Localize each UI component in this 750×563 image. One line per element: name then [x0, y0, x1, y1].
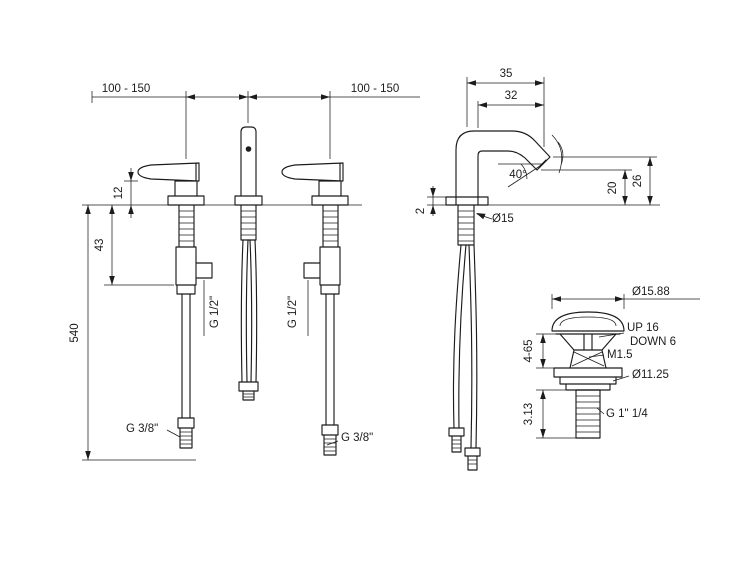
left-valve-threads	[179, 210, 194, 242]
spout-hoses	[240, 239, 258, 383]
right-valve-outline	[281, 162, 349, 295]
dim-outlet-height-label: 20	[607, 182, 619, 195]
dim-adjust-range-lines	[536, 333, 557, 369]
drain-flange	[553, 367, 623, 391]
front-dimension-arrowheads	[85, 94, 330, 460]
dim-540-lines	[82, 205, 196, 461]
angle-annotation-lines	[498, 163, 544, 188]
drain-leader-lines	[588, 332, 630, 415]
dim-spout-height-label: 26	[632, 175, 644, 188]
connection-label: G 1" 1/4	[606, 408, 648, 420]
side-dimension-arrowheads	[430, 80, 653, 220]
outlet-left-label: G 1/2"	[209, 296, 221, 328]
tail-height-label: 3.13	[523, 403, 535, 425]
right-valve-threads	[323, 210, 338, 242]
supply-left-label: G 3/8"	[126, 423, 158, 435]
dim-valve-depth-label: 43	[94, 239, 106, 252]
dim-handle-height-label: 12	[113, 187, 125, 200]
side-shank-threads	[458, 210, 474, 242]
dim-cap-dia-lines	[551, 294, 700, 309]
dim-35-lines	[466, 77, 545, 147]
travel-down-label: DOWN 6	[630, 336, 676, 348]
side-hoses	[452, 244, 478, 449]
spout-aerator-dot	[245, 146, 252, 152]
front-view: 100 - 150 100 - 150 12 43 540 G 1/2" G 1…	[69, 83, 420, 461]
drain-detail: Ø15.88 UP 16 DOWN 6 M1.5 4-65 Ø11.25 3.1…	[523, 286, 700, 439]
left-hose-end	[177, 417, 195, 449]
side-hose-fitting-threads	[452, 439, 477, 465]
spout-shank-threads	[241, 210, 256, 236]
dim-reach-total-label: 35	[500, 68, 513, 80]
left-valve-hose	[181, 293, 191, 419]
drain-mechanism-spring	[571, 351, 605, 367]
thread-fine-label: M1.5	[607, 349, 633, 361]
adjust-range-label: 4-65	[523, 339, 535, 362]
dim-43-lines	[104, 205, 174, 286]
drain-cap	[551, 311, 625, 335]
left-hose-end-threads	[180, 431, 192, 445]
cap-diameter-label: Ø15.88	[632, 286, 670, 298]
dim-2-lines	[427, 186, 446, 216]
front-leader-lines	[166, 280, 339, 446]
drain-cap-inner-arc	[559, 316, 617, 327]
supply-right-label: G 3/8"	[341, 432, 373, 444]
body-diameter-label: Ø11.25	[632, 369, 669, 381]
spout-swivel-arcs	[551, 134, 564, 174]
drain-tail-threads	[576, 395, 600, 433]
dim-spacing-right-label: 100 - 150	[351, 83, 400, 95]
outlet-right-label: G 1/2"	[287, 296, 299, 328]
dim-base-plate-label: 2	[415, 208, 427, 214]
drain-tail-pipe	[575, 389, 601, 439]
dim-spacing-left-label: 100 - 150	[102, 83, 151, 95]
dim-hose-length-label: 540	[69, 323, 81, 342]
side-view: 35 32 40° 2 Ø15 20 26	[415, 68, 660, 471]
dim-32-lines	[477, 101, 544, 128]
left-valve-outline	[137, 162, 213, 295]
shank-diameter-label: Ø15	[492, 213, 514, 225]
right-valve-hose	[325, 293, 335, 426]
spout-front-outline	[234, 126, 263, 241]
travel-up-label: UP 16	[627, 322, 659, 334]
spout-side-outline	[445, 130, 551, 246]
drain-mechanism	[559, 333, 617, 369]
side-hose-fittings	[448, 427, 481, 471]
right-hose-end-threads	[324, 438, 336, 452]
dim-reach-inner-label: 32	[505, 90, 518, 102]
right-hose-end	[321, 424, 339, 456]
dim-angle-label: 40°	[509, 169, 526, 181]
spout-hose-fitting-threads	[243, 393, 254, 398]
